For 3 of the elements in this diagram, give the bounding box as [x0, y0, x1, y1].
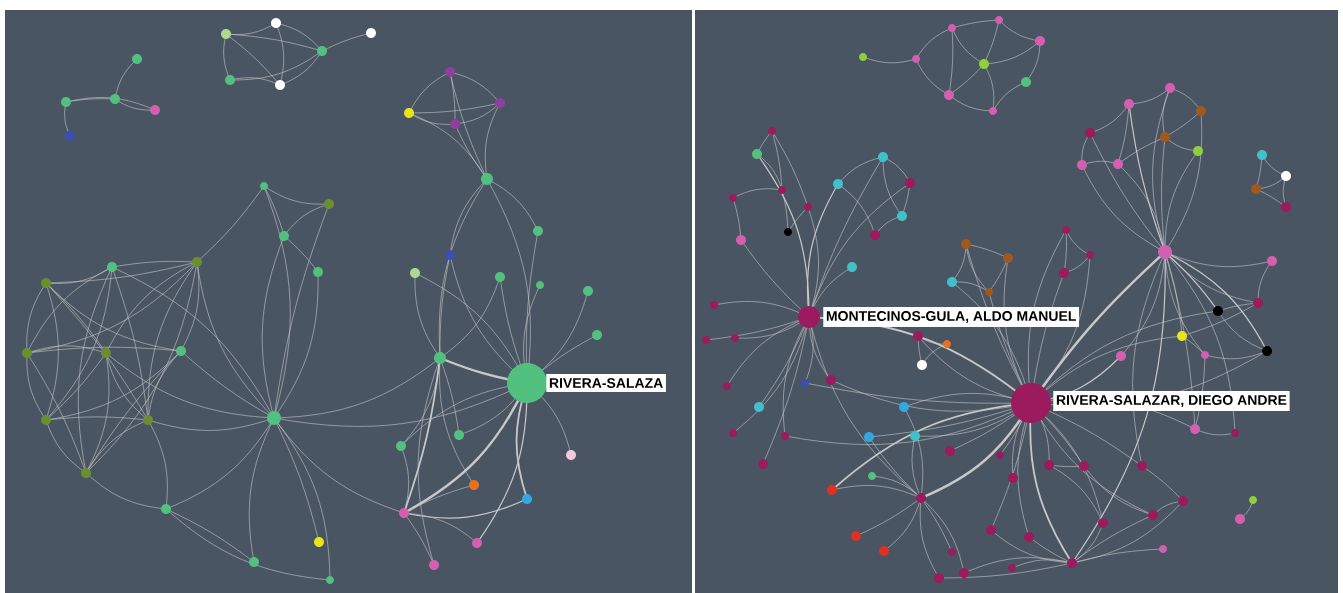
name-label: RIVERA-SALAZAR, DIEGO ANDRE	[1053, 391, 1290, 411]
name-label: RIVERA-SALAZA	[546, 374, 666, 392]
name-label: MONTECINOS-GULA, ALDO MANUEL	[823, 307, 1080, 327]
